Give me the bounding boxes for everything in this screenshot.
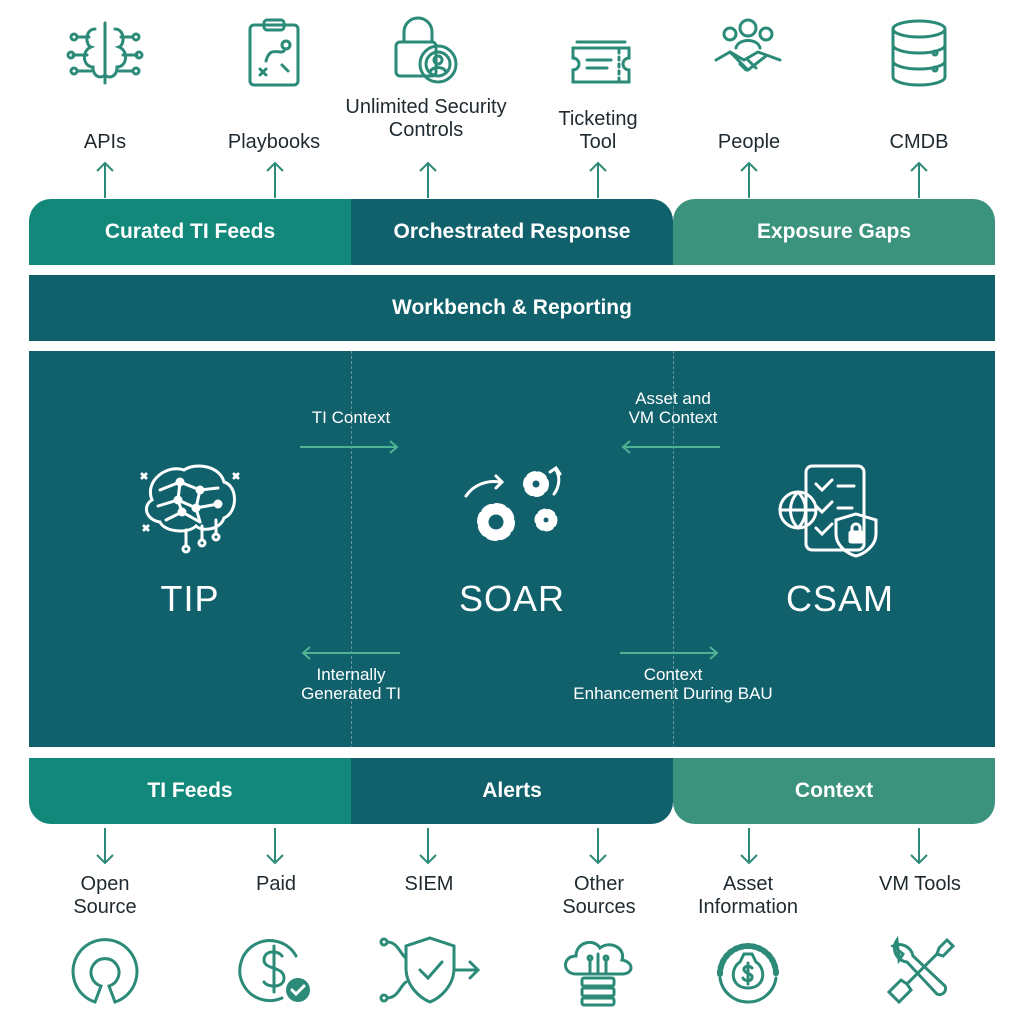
checklist-shield-icon	[772, 460, 892, 560]
flow-label-internally-generated-ti: Internally Generated TI	[301, 665, 401, 703]
input-label-vm-tools: VM Tools	[879, 873, 961, 895]
api-circuit-icon	[66, 15, 144, 91]
divider	[673, 351, 674, 824]
band-exposure-gaps: Exposure Gaps	[673, 199, 995, 265]
divider	[351, 351, 352, 824]
output-label-security-controls: Unlimited Security Controls	[345, 96, 507, 141]
down-arrow-icon	[909, 826, 929, 866]
module-title-soar: SOAR	[458, 578, 566, 619]
flow-label-context-enhancement: Context Enhancement During BAU	[573, 665, 773, 703]
output-label-apis: APIs	[83, 131, 127, 153]
up-arrow-icon	[265, 160, 285, 200]
down-arrow-icon	[588, 826, 608, 866]
gears-icon	[452, 460, 572, 560]
band-orchestrated-response: Orchestrated Response	[351, 199, 673, 265]
cloud-server-icon	[560, 934, 636, 1007]
people-handshake-icon	[710, 12, 786, 88]
wrench-screwdriver-icon	[883, 934, 959, 1006]
playbook-clipboard-icon	[236, 15, 312, 91]
lock-gear-icon	[390, 12, 466, 88]
output-label-people: People	[717, 131, 781, 153]
up-arrow-icon	[418, 160, 438, 200]
band-context: Context	[673, 758, 995, 824]
ticket-icon	[563, 28, 639, 104]
left-arrow-icon	[620, 440, 720, 454]
database-icon	[881, 15, 957, 91]
output-label-ticketing-tool: Ticketing Tool	[558, 108, 638, 153]
band-ti-feeds: TI Feeds	[29, 758, 351, 824]
left-arrow-icon	[300, 646, 400, 660]
workbench-reporting-bar: Workbench & Reporting	[29, 275, 995, 341]
module-title-csam: CSAM	[785, 578, 894, 619]
up-arrow-icon	[588, 160, 608, 200]
flow-label-ti-context: TI Context	[311, 408, 391, 427]
dollar-check-icon	[238, 934, 314, 1006]
band-curated-ti-feeds: Curated TI Feeds	[29, 199, 351, 265]
band-alerts: Alerts	[351, 758, 673, 824]
input-label-asset-information: Asset Information	[697, 873, 799, 918]
input-label-siem: SIEM	[404, 873, 454, 895]
right-arrow-icon	[300, 440, 400, 454]
up-arrow-icon	[909, 160, 929, 200]
up-arrow-icon	[95, 160, 115, 200]
flow-label-asset-vm-context: Asset and VM Context	[628, 389, 718, 427]
module-title-tip: TIP	[160, 578, 220, 619]
down-arrow-icon	[739, 826, 759, 866]
open-source-icon	[67, 934, 143, 1006]
down-arrow-icon	[265, 826, 285, 866]
input-label-other-sources: Other Sources	[562, 873, 636, 918]
down-arrow-icon	[418, 826, 438, 866]
input-label-open-source: Open Source	[73, 873, 137, 918]
shield-check-icon	[378, 934, 482, 1006]
brain-network-icon	[130, 460, 250, 560]
input-label-paid: Paid	[255, 873, 297, 895]
money-bag-gauge-icon	[710, 934, 786, 1006]
output-label-playbooks: Playbooks	[227, 131, 321, 153]
down-arrow-icon	[95, 826, 115, 866]
up-arrow-icon	[739, 160, 759, 200]
right-arrow-icon	[620, 646, 720, 660]
output-label-cmdb: CMDB	[889, 131, 949, 153]
